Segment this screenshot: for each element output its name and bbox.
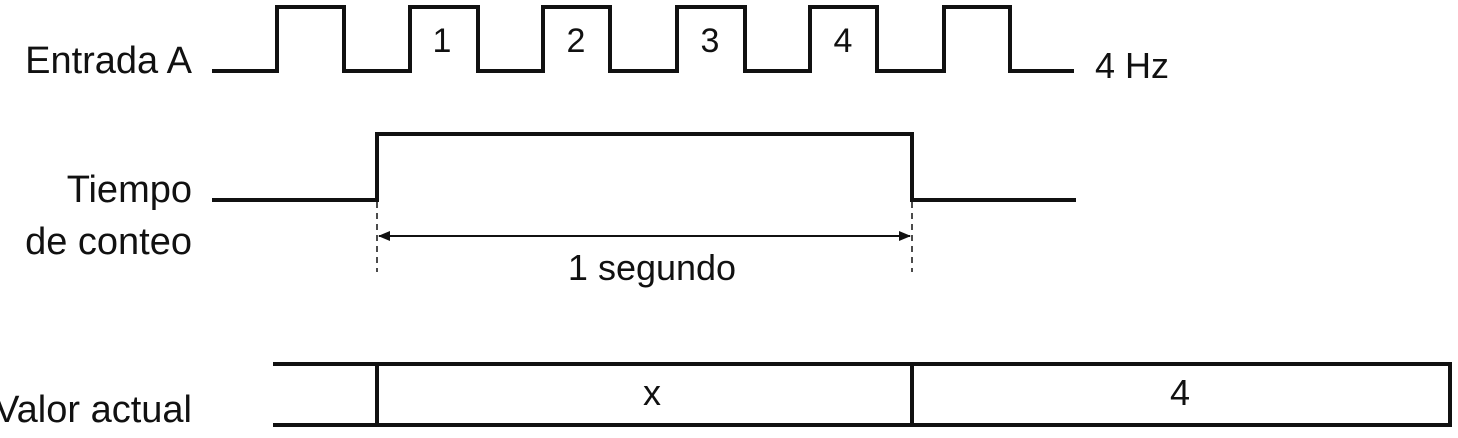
pulse-number-3: 3 — [701, 22, 720, 60]
current-value-label: Valor actual — [0, 389, 192, 431]
duration-label: 1 segundo — [568, 247, 736, 288]
input-a-label: Entrada A — [25, 40, 193, 82]
pulse-number-1: 1 — [433, 22, 452, 60]
count-time-label-line1: Tiempo — [67, 169, 192, 211]
current-value-bus — [273, 362, 1452, 427]
input-a-waveform — [212, 5, 1074, 73]
count-time-label-line2: de conteo — [25, 221, 192, 263]
pulse-number-4: 4 — [834, 22, 853, 60]
current-value-x: x — [643, 372, 661, 413]
count-time-waveform — [212, 132, 1076, 202]
frequency-label: 4 Hz — [1095, 45, 1169, 86]
pulse-number-2: 2 — [567, 22, 586, 60]
current-value-4: 4 — [1170, 372, 1190, 413]
